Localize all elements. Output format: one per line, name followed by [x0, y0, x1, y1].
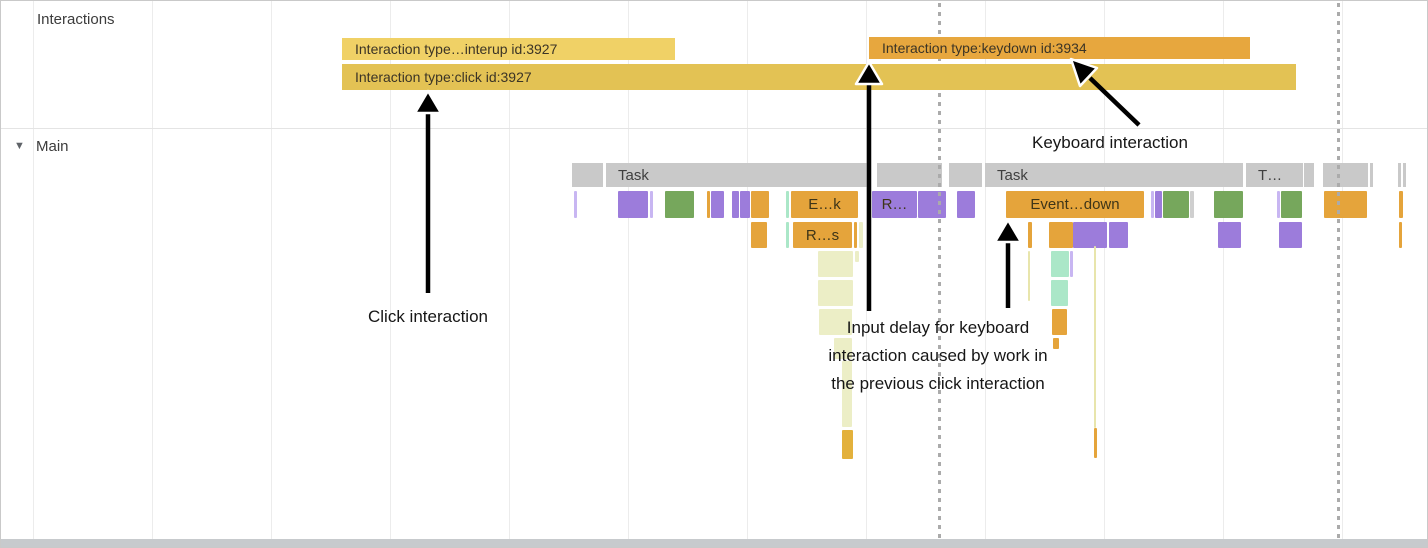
flame-block[interactable] — [1094, 428, 1097, 458]
flame-block[interactable] — [1214, 191, 1243, 218]
flame-block[interactable] — [819, 309, 852, 335]
flame-block[interactable] — [918, 191, 946, 218]
gridline — [866, 1, 867, 539]
interaction-bar[interactable]: Interaction type:click id:3927 — [342, 64, 1296, 90]
flame-block[interactable] — [751, 191, 769, 218]
flame-block[interactable] — [1324, 191, 1367, 218]
main-track-label: Main — [36, 138, 69, 155]
track-separator — [1, 128, 1427, 129]
flame-block[interactable] — [1051, 280, 1068, 306]
flame-block[interactable]: R… — [872, 191, 917, 218]
flame-block[interactable] — [786, 191, 789, 218]
flame-block[interactable] — [1053, 338, 1059, 349]
flame-block[interactable] — [711, 191, 724, 218]
flame-block[interactable] — [1190, 191, 1194, 218]
gridline — [33, 1, 34, 539]
flame-block[interactable] — [1399, 222, 1402, 248]
annotation-input-delay: Input delay for keyboard interaction cau… — [828, 318, 1048, 393]
task-bar[interactable]: T… — [1246, 163, 1303, 187]
flame-block[interactable]: E…k — [791, 191, 858, 218]
gridline — [628, 1, 629, 539]
flame-block[interactable] — [650, 191, 653, 218]
collapse-triangle-icon[interactable]: ▼ — [14, 140, 25, 152]
flame-block[interactable] — [751, 222, 767, 248]
gridline — [509, 1, 510, 539]
flame-block[interactable] — [859, 222, 863, 248]
interaction-bar[interactable]: Interaction type:keydown id:3934 — [869, 37, 1250, 59]
flame-block[interactable] — [818, 251, 853, 277]
task-label: Task — [618, 166, 649, 184]
flame-block[interactable] — [740, 191, 750, 218]
interactions-track-label: Interactions — [37, 11, 115, 28]
flame-block[interactable] — [1163, 191, 1189, 218]
flame-block[interactable] — [842, 361, 852, 427]
gridline — [1223, 1, 1224, 539]
flame-block[interactable] — [1051, 251, 1069, 277]
task-label: T… — [1258, 166, 1283, 184]
task-bar[interactable] — [949, 163, 982, 187]
gridline — [152, 1, 153, 539]
flame-block[interactable] — [1109, 222, 1128, 248]
dotted-marker-line — [1337, 3, 1340, 539]
flame-block[interactable]: R…s — [793, 222, 852, 248]
flame-block[interactable] — [1052, 309, 1067, 335]
flame-block[interactable] — [1049, 222, 1073, 248]
flame-block[interactable] — [1279, 222, 1302, 248]
flame-block[interactable] — [665, 191, 694, 218]
task-bar[interactable] — [1323, 163, 1368, 187]
flame-block[interactable] — [732, 191, 739, 218]
flame-block[interactable] — [957, 191, 975, 218]
task-bar[interactable] — [877, 163, 942, 187]
flame-block[interactable] — [1028, 222, 1032, 248]
interaction-bar[interactable]: Interaction type…interup id:3927 — [342, 38, 675, 60]
gridline — [747, 1, 748, 539]
task-bar[interactable] — [572, 163, 603, 187]
dotted-marker-line — [938, 3, 941, 539]
horizontal-scrollbar-track[interactable] — [1, 539, 1427, 547]
flame-block[interactable] — [1094, 246, 1096, 428]
flame-block[interactable] — [1399, 191, 1403, 218]
flame-block[interactable] — [1218, 222, 1241, 248]
flame-block[interactable] — [1277, 191, 1280, 218]
flame-block[interactable] — [707, 191, 710, 218]
flame-block[interactable] — [1155, 191, 1162, 218]
task-bar[interactable] — [1304, 163, 1314, 187]
task-label: Task — [997, 166, 1028, 184]
flame-block[interactable] — [1281, 191, 1302, 218]
flame-block[interactable] — [574, 191, 577, 218]
task-bar[interactable]: Task — [985, 163, 1243, 187]
flame-block[interactable] — [818, 280, 853, 306]
annotation-click-interaction: Click interaction — [368, 307, 488, 326]
flame-block[interactable] — [1151, 191, 1154, 218]
annotation-keyboard-interaction: Keyboard interaction — [1032, 133, 1188, 152]
task-bar[interactable] — [1370, 163, 1373, 187]
arrow-head — [413, 89, 443, 115]
flame-block[interactable] — [1070, 251, 1073, 277]
gridline — [985, 1, 986, 539]
flame-block[interactable] — [786, 222, 789, 248]
task-bar[interactable]: Task — [606, 163, 870, 187]
flame-block[interactable] — [618, 191, 648, 218]
flame-block[interactable] — [855, 251, 859, 262]
flame-block[interactable] — [854, 222, 857, 248]
gridline — [390, 1, 391, 539]
task-bar[interactable] — [1398, 163, 1401, 187]
flame-block[interactable]: Event…down — [1006, 191, 1144, 218]
gridline — [271, 1, 272, 539]
flame-block[interactable] — [834, 338, 852, 359]
task-bar[interactable] — [1403, 163, 1406, 187]
gridline — [1342, 1, 1343, 539]
flame-block[interactable] — [842, 430, 853, 459]
gridline — [1104, 1, 1105, 539]
flame-block[interactable] — [1028, 251, 1030, 301]
arrow-head — [993, 218, 1023, 244]
flame-block[interactable] — [1073, 222, 1107, 248]
